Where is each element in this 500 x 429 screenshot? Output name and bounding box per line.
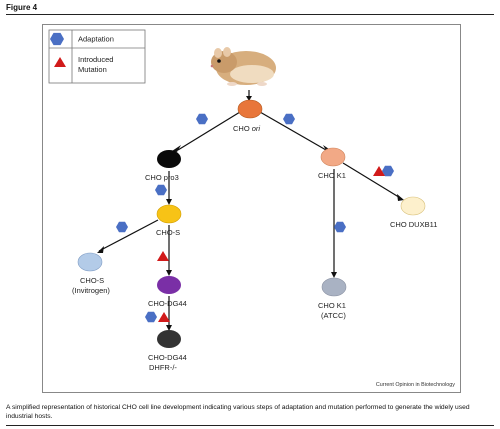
label-cho-dg44-dhfr-1: CHO-DG44 (148, 353, 187, 362)
node-cho-k1-atcc (321, 277, 347, 297)
hexagon-icon (382, 165, 394, 177)
label-cho-s-invitrogen-1: CHO-S (80, 276, 104, 285)
journal-credit: Current Opinion in Biotechnology (376, 382, 455, 388)
node-cho-s (156, 204, 182, 224)
hexagon-icon (145, 311, 157, 323)
node-cho-duxb11 (400, 196, 426, 216)
node-cho-dg44-dhfr (157, 330, 181, 348)
bottom-rule (6, 425, 494, 426)
label-cho-k1-atcc-2: (ATCC) (321, 311, 346, 320)
triangle-icon (373, 166, 385, 176)
hamster-image (210, 47, 276, 86)
legend-adaptation-label: Adaptation (78, 35, 114, 44)
hexagon-icon (196, 113, 208, 125)
figure-label: Figure 4 (6, 3, 38, 12)
label-cho-k1: CHO K1 (318, 171, 346, 180)
label-cho-k1-atcc-1: CHO K1 (318, 301, 346, 310)
label-cho-duxb11: CHO DUXB11 (390, 220, 437, 229)
figure-panel (42, 24, 461, 393)
node-cho-k1 (320, 147, 346, 167)
hexagon-icon (116, 221, 128, 233)
node-cho-pro3 (157, 150, 181, 168)
node-cho-dg44 (157, 276, 181, 294)
label-cho-dg44: CHO-DG44 (148, 299, 187, 308)
hexagon-icon (334, 221, 346, 233)
node-cho-s-invitrogen (77, 252, 103, 272)
label-cho-s: CHO-S (156, 228, 180, 237)
hexagon-icon (283, 113, 295, 125)
label-cho-s-invitrogen-2: (Invitrogen) (72, 286, 110, 295)
label-cho-dg44-dhfr-2: DHFR-/- (149, 363, 177, 372)
legend-mutation-label-1: Introduced (78, 55, 113, 64)
triangle-icon (157, 251, 169, 261)
mutation-markers (157, 166, 385, 322)
top-rule (6, 14, 494, 15)
legend-hexagon-icon (50, 32, 64, 46)
label-cho-ori: CHO ori (233, 124, 260, 133)
legend-box (48, 29, 146, 84)
figure-caption: A simplified representation of historica… (6, 404, 470, 420)
label-cho-pro3: CHO pro3 (145, 173, 179, 182)
node-cho-ori (237, 99, 263, 119)
hexagon-icon (155, 184, 167, 196)
connector-lines (98, 90, 403, 329)
legend-mutation-label-2: Mutation (78, 65, 107, 74)
adaptation-markers (116, 113, 394, 323)
triangle-icon (158, 312, 170, 322)
legend-triangle-icon (54, 57, 66, 67)
